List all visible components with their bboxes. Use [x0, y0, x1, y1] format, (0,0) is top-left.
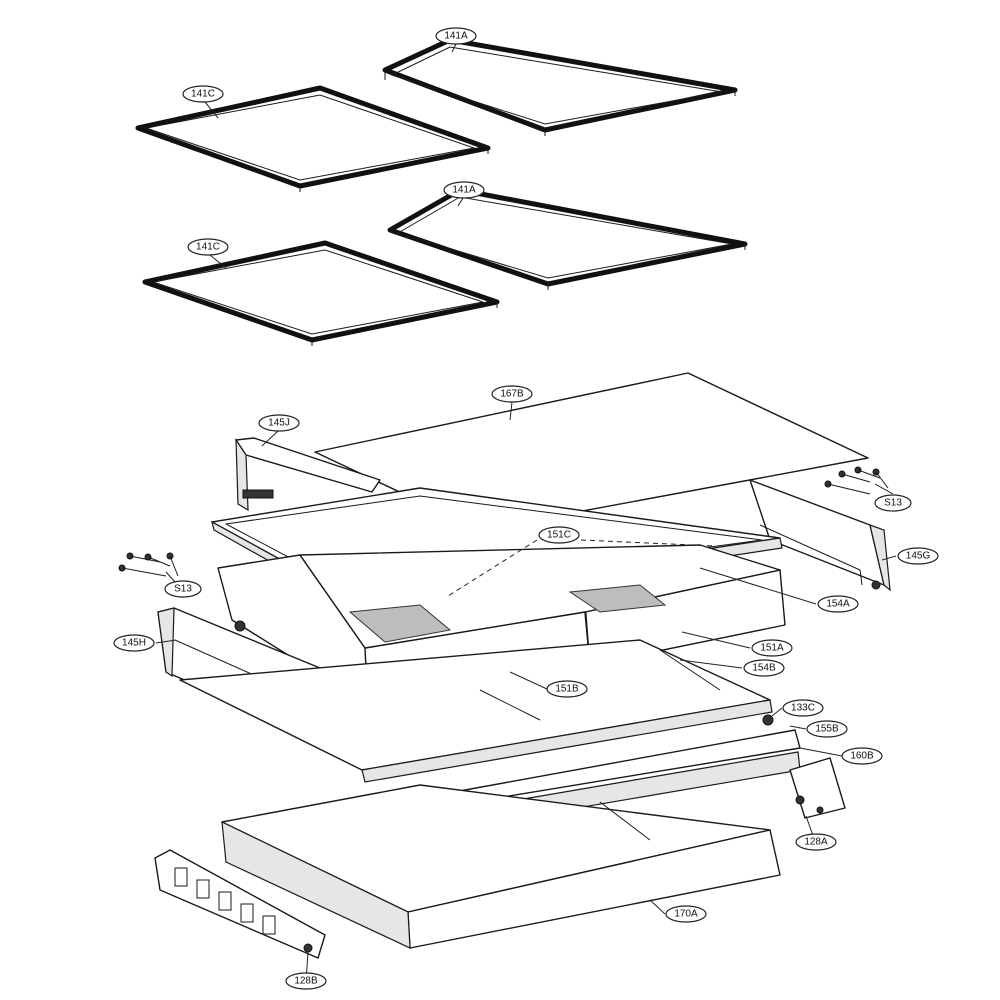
callout-text: 160B — [850, 751, 874, 762]
callout-text: 167B — [500, 389, 524, 400]
callout-167B: 167B — [491, 385, 533, 403]
callout-text: 154A — [826, 599, 850, 610]
callout-128A: 128A — [795, 833, 837, 851]
callout-text: 145H — [122, 638, 146, 649]
callout-text: 133C — [791, 703, 815, 714]
callout-133C: 133C — [782, 699, 824, 717]
callout-text: S13 — [174, 584, 192, 595]
shelf-141A-top — [382, 37, 738, 136]
callout-151B: 151B — [546, 680, 588, 698]
side-rail-145J — [235, 437, 381, 512]
callout-160B: 160B — [841, 747, 883, 765]
callout-text: 151A — [760, 643, 784, 654]
screws-s13-right — [824, 466, 889, 495]
callout-145G: 145G — [897, 547, 939, 565]
callout-text: 145G — [906, 551, 931, 562]
side-rail-145G — [749, 479, 891, 592]
callout-text: 154B — [752, 663, 776, 674]
callout-154B: 154B — [743, 659, 785, 677]
callout-text: 151B — [555, 684, 579, 695]
callout-151A: 151A — [751, 639, 793, 657]
callout-text: 141C — [196, 242, 220, 253]
callout-text: 145J — [268, 418, 290, 429]
callout-155B: 155B — [806, 720, 848, 738]
shelf-141C-mid — [142, 240, 500, 346]
callout-S13-right: S13 — [874, 494, 912, 512]
callout-141A-top: 141A — [435, 27, 477, 45]
callout-170A: 170A — [665, 905, 707, 923]
callout-text: 128B — [294, 976, 318, 987]
shelf-141A-mid — [387, 187, 748, 290]
leader-lines — [155, 43, 897, 982]
callout-text: 155B — [815, 724, 839, 735]
support-plate-154B — [179, 639, 773, 783]
callout-141C-top: 141C — [182, 85, 224, 103]
callout-141A-mid: 141A — [443, 181, 485, 199]
callout-151C: 151C — [538, 526, 580, 544]
callout-text: 141C — [191, 89, 215, 100]
screws-s13-left — [118, 552, 179, 577]
callout-text: 141A — [444, 31, 468, 42]
callout-text: 151C — [547, 530, 571, 541]
lower-drawer-170A — [221, 784, 781, 949]
callout-145H: 145H — [113, 634, 155, 652]
callout-text: 170A — [674, 909, 698, 920]
callout-text: 141A — [452, 185, 476, 196]
shelf-141C-top — [135, 85, 491, 192]
callout-text: 128A — [804, 837, 828, 848]
callout-S13-left: S13 — [164, 580, 202, 598]
bracket-128A — [789, 757, 846, 819]
callout-154A: 154A — [817, 595, 859, 613]
callout-141C-mid: 141C — [187, 238, 229, 256]
callout-128B: 128B — [285, 972, 327, 990]
callout-text: S13 — [884, 498, 902, 509]
callout-145J: 145J — [258, 414, 300, 432]
